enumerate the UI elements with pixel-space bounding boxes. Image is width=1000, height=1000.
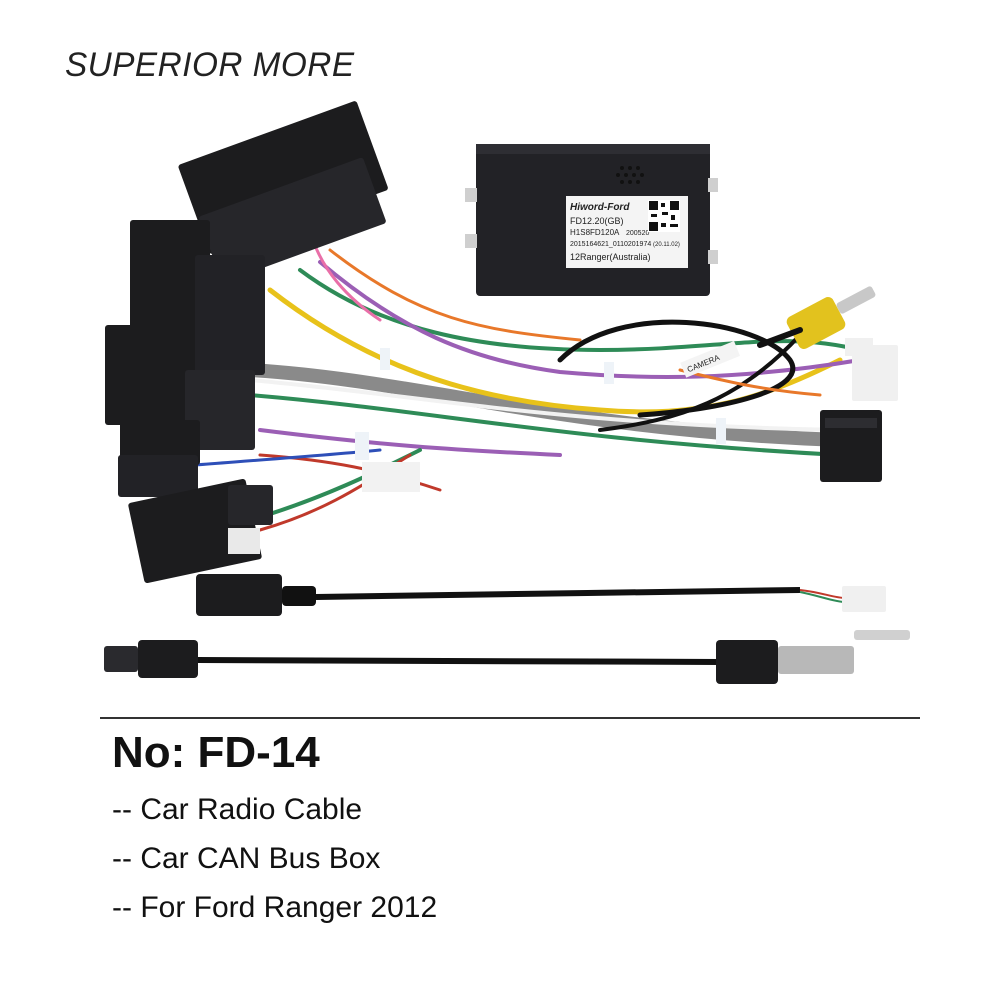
list-item: -- For Ford Ranger 2012 [112,891,438,924]
box-label-line1: FD12.20(GB) [570,216,624,226]
box-label-line2: H1S8FD120A [570,228,620,237]
left-connectors [105,101,388,584]
box-label-date: (20.11.02) [653,242,680,248]
box-label-model: 12Ranger(Australia) [570,252,651,262]
box-label-serial: 2015164621_0110201974 [570,241,651,248]
antenna-cable [104,630,910,684]
right-connectors [820,338,898,482]
wire-harness [193,228,862,532]
box-label-code: 200520 [626,230,649,237]
divider [100,717,920,719]
canbus-box: Hiword-Ford FD12.20(GB) H1S8FD120A 20052… [465,144,718,296]
box-label-brand: Hiword-Ford [570,202,630,213]
cable-tie [355,432,369,460]
cable-tie [380,348,390,370]
list-item: -- Car Radio Cable [112,793,363,826]
product-photo: Hiword-Ford FD12.20(GB) H1S8FD120A 20052… [104,101,910,684]
extension-cable [196,574,886,616]
feature-list: -- Car Radio Cable -- Car CAN Bus Box --… [112,790,437,937]
cable-tie [716,418,726,444]
rca-plug [757,286,876,349]
harness-tag [362,462,420,492]
brand-title: SUPERIOR MORE [64,46,355,84]
speaker-grille-icon [616,166,644,184]
qr-code-icon [648,200,680,232]
list-item: -- Car CAN Bus Box [112,842,381,875]
model-number: No: FD-14 [112,728,320,777]
cable-tie [604,362,614,384]
